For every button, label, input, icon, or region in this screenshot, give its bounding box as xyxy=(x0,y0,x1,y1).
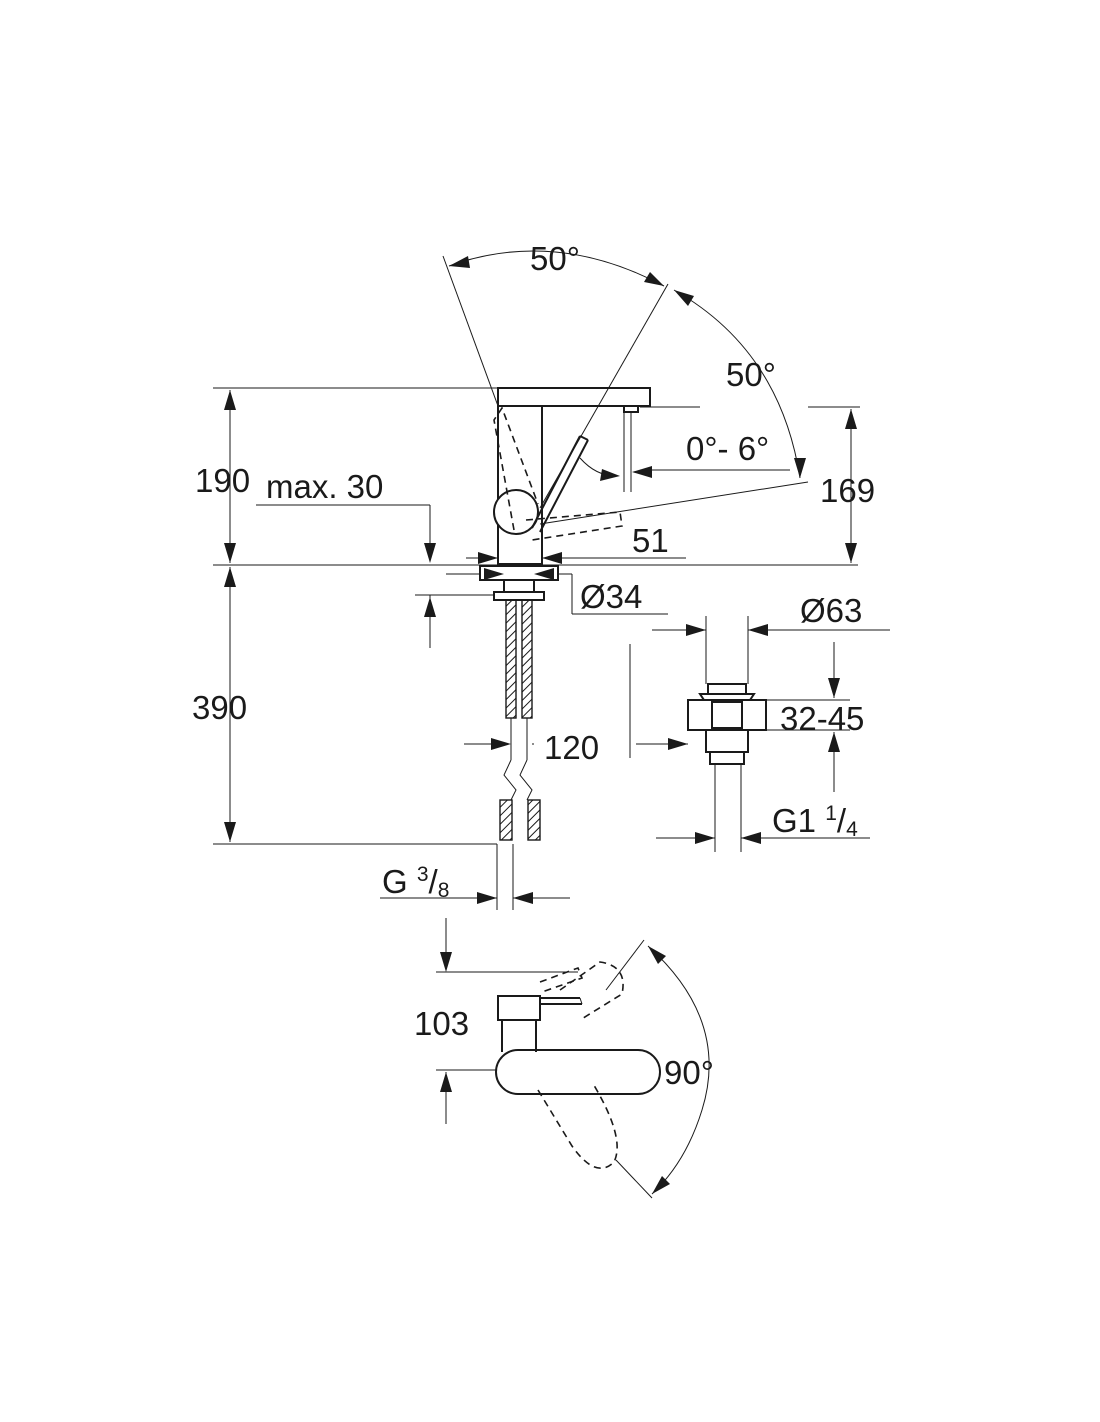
supply-thread-prefix: G xyxy=(382,863,417,900)
supply-thread-numerator: 3 xyxy=(417,863,429,886)
dim-drain-diameter-label: Ø63 xyxy=(800,592,862,629)
faucet-front-view xyxy=(479,387,651,910)
plan-dimension-lines xyxy=(436,918,710,1199)
angle-spout-tilt-label: 0°- 6° xyxy=(686,430,769,467)
dim-hose-length-label: 390 xyxy=(192,689,247,726)
drain-thread-denominator: 4 xyxy=(846,818,858,841)
angle-handle-top-label: 50° xyxy=(530,240,580,277)
supply-thread-label: G 3/8 xyxy=(382,863,449,902)
dim-hose-spacing-label: 120 xyxy=(544,729,599,766)
dim-base-diameter-label: Ø34 xyxy=(580,578,642,615)
handle-angle-arcs xyxy=(442,250,809,525)
supply-thread-denominator: 8 xyxy=(438,879,450,902)
angle-handle-side-label: 50° xyxy=(726,356,776,393)
drain-thread-slash: / xyxy=(837,802,847,839)
front-dimension-lines xyxy=(213,387,860,904)
supply-thread-slash: / xyxy=(429,863,439,900)
dim-plan-depth-label: 103 xyxy=(414,1005,469,1042)
dim-height-total-label: 190 xyxy=(195,462,250,499)
angle-swivel-label: 90° xyxy=(664,1054,714,1091)
dim-drain-range-label: 32-45 xyxy=(780,700,864,737)
drain-thread-numerator: 1 xyxy=(825,802,837,825)
drain-thread-prefix: G1 xyxy=(772,802,825,839)
dim-spout-height-label: 169 xyxy=(820,472,875,509)
dim-deck-thickness-label: max. 30 xyxy=(266,468,383,505)
drain-thread-label: G1 1/4 xyxy=(772,802,858,841)
dim-spout-reach-label: 51 xyxy=(632,522,669,559)
faucet-plan-view xyxy=(495,961,661,1169)
drain-view xyxy=(687,616,767,852)
drain-dimension-lines xyxy=(629,624,890,844)
